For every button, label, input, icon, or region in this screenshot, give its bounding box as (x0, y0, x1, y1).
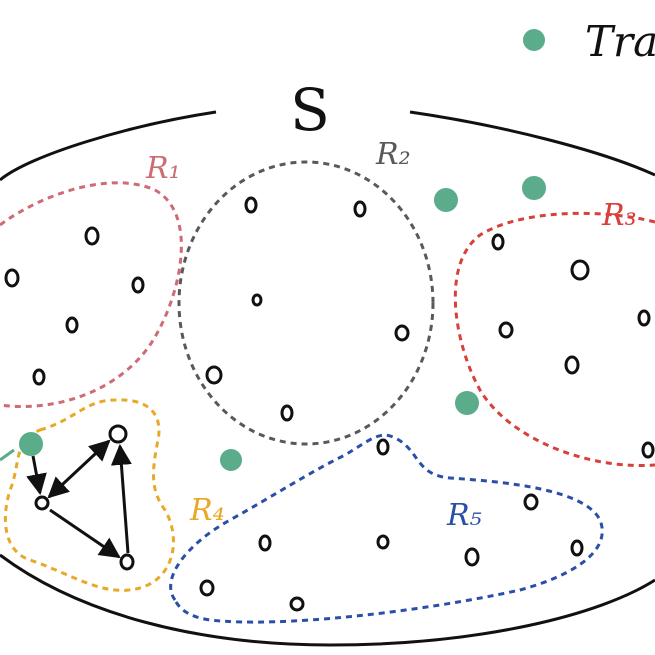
state-node (353, 200, 367, 218)
state-node (376, 438, 390, 456)
legend: Tran (523, 17, 655, 66)
transition-node (455, 391, 479, 415)
region-r2: R₂ (177, 137, 435, 446)
transition-node (220, 449, 242, 471)
transition-edge (0, 448, 15, 462)
state-node (570, 539, 584, 557)
legend-label: Tran (585, 17, 655, 66)
edge-arrow (26, 455, 47, 496)
state-node (205, 365, 223, 385)
state-node (498, 321, 514, 339)
set-s-outline (409, 110, 655, 177)
region-r3-label: R₃ (601, 198, 637, 233)
r4-edges (26, 439, 132, 559)
region-r5-boundary (169, 433, 604, 624)
state-node (376, 534, 390, 550)
set-s-label: S (290, 76, 330, 144)
state-node (258, 534, 272, 552)
region-r3: R₃ (453, 198, 655, 468)
region-r3-boundary (453, 211, 655, 468)
transition-node (434, 188, 458, 212)
state-node (637, 309, 651, 327)
region-r5-label: R₅ (446, 498, 482, 533)
edge-arrow (110, 443, 132, 554)
state-node (523, 493, 539, 511)
region-r1-label: R₁ (145, 151, 181, 186)
legend-transition-dot (523, 29, 545, 51)
transition-node (19, 432, 43, 456)
region-r4: R₄ (3, 398, 225, 592)
region-r1-boundary (0, 181, 183, 409)
state-node (119, 553, 135, 571)
state-nodes (4, 196, 655, 612)
edge-arrow (47, 439, 111, 499)
state-node (244, 196, 258, 214)
set-s-outline (0, 553, 655, 647)
region-r4-boundary (3, 398, 175, 592)
state-node (570, 259, 590, 281)
state-node (84, 226, 100, 246)
state-node (564, 355, 580, 375)
state-node (131, 276, 145, 294)
state-node (34, 495, 50, 511)
state-node (4, 268, 20, 288)
state-node (65, 316, 79, 334)
state-node (289, 596, 305, 612)
state-node (199, 579, 215, 597)
set-s-boundary: S (0, 76, 655, 647)
transition-node (522, 176, 546, 200)
region-r2-boundary (177, 160, 435, 446)
region-r2-label: R₂ (375, 137, 411, 172)
state-node (280, 404, 294, 422)
state-node (32, 368, 46, 386)
state-node (108, 424, 128, 444)
region-r4-label: R₄ (189, 493, 225, 528)
state-node (641, 441, 655, 459)
region-r1: R₁ (0, 151, 183, 409)
edge-arrow (49, 508, 121, 559)
state-node (464, 547, 480, 567)
state-node (251, 293, 263, 307)
state-node (491, 233, 505, 251)
transition-nodes (19, 176, 546, 471)
set-s-outline (0, 110, 217, 182)
region-r5: R₅ (169, 433, 604, 624)
state-node (394, 324, 410, 342)
